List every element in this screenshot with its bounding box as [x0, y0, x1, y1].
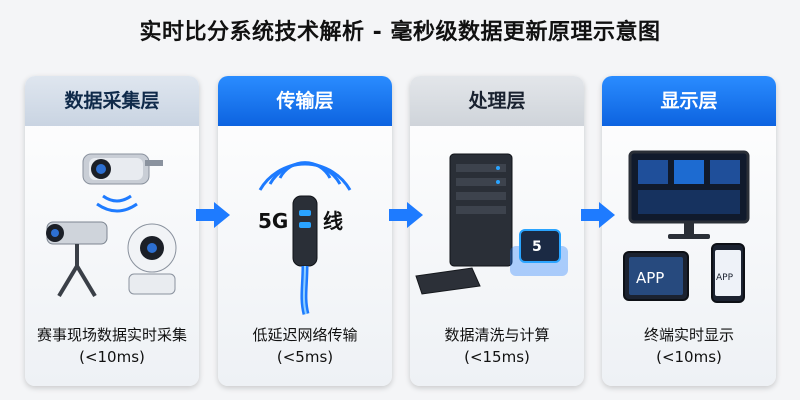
panel-caption: 终端实时显示 (<10ms) — [602, 324, 776, 368]
processor-chip-icon: 5 — [510, 229, 568, 276]
network-illustration: 5G 线 — [258, 161, 352, 315]
server-tower-icon — [449, 153, 513, 267]
latency-text: (<10ms) — [79, 348, 145, 366]
cable-connector-icon — [292, 195, 318, 315]
latency-text: (<10ms) — [656, 348, 722, 366]
flow-arrow-icon — [581, 202, 615, 228]
keyboard-icon — [415, 267, 481, 295]
wifi-waves-icon — [96, 194, 138, 213]
phone-app-label: APP — [716, 273, 734, 283]
label-5g: 5G — [258, 209, 288, 233]
panel-caption: 数据清洗与计算 (<15ms) — [410, 324, 584, 368]
panel-caption: 低延迟网络传输 (<5ms) — [218, 324, 392, 368]
caption-text: 低延迟网络传输 — [252, 326, 358, 344]
flow-arrow-icon — [389, 202, 423, 228]
page-title: 实时比分系统技术解析 - 毫秒级数据更新原理示意图 — [139, 20, 661, 45]
latency-text: (<15ms) — [464, 348, 530, 366]
panel-heading: 数据采集层 — [25, 76, 199, 126]
panel-heading: 显示层 — [602, 76, 776, 126]
tripod-camera-icon — [46, 221, 108, 298]
devices-illustration: APP APP — [623, 150, 750, 303]
panel-heading: 传输层 — [218, 76, 392, 126]
ptz-camera-icon — [127, 223, 177, 295]
latency-text: (<5ms) — [276, 348, 334, 366]
tablet-icon: APP — [623, 251, 689, 301]
panel-display: 显示层 APP APP 终端实时显示 (<10ms) — [602, 76, 776, 386]
flow-arrow-icon — [196, 202, 230, 228]
cctv-camera-icon — [82, 153, 163, 185]
monitor-icon — [628, 150, 750, 239]
panel-processing: 处理层 5 数据清洗与计算 (<15ms) — [410, 76, 584, 386]
panel-caption: 赛事现场数据实时采集 (<10ms) — [25, 324, 199, 368]
caption-text: 数据清洗与计算 — [444, 326, 550, 344]
chip-label: 5 — [532, 239, 542, 255]
signal-waves-icon — [258, 161, 352, 191]
tablet-app-label: APP — [636, 269, 664, 287]
caption-text: 终端实时显示 — [643, 326, 734, 344]
phone-icon: APP — [711, 243, 745, 303]
server-illustration: 5 — [415, 153, 568, 295]
panel-data-collection: 数据采集层 赛事现场数据实 — [25, 76, 199, 386]
label-line: 线 — [323, 209, 343, 233]
caption-text: 赛事现场数据实时采集 — [36, 326, 187, 344]
camera-illustration — [46, 153, 177, 298]
panel-heading: 处理层 — [410, 76, 584, 126]
panel-transport: 传输层 5G 线 低延迟网络传输 (<5ms) — [218, 76, 392, 386]
